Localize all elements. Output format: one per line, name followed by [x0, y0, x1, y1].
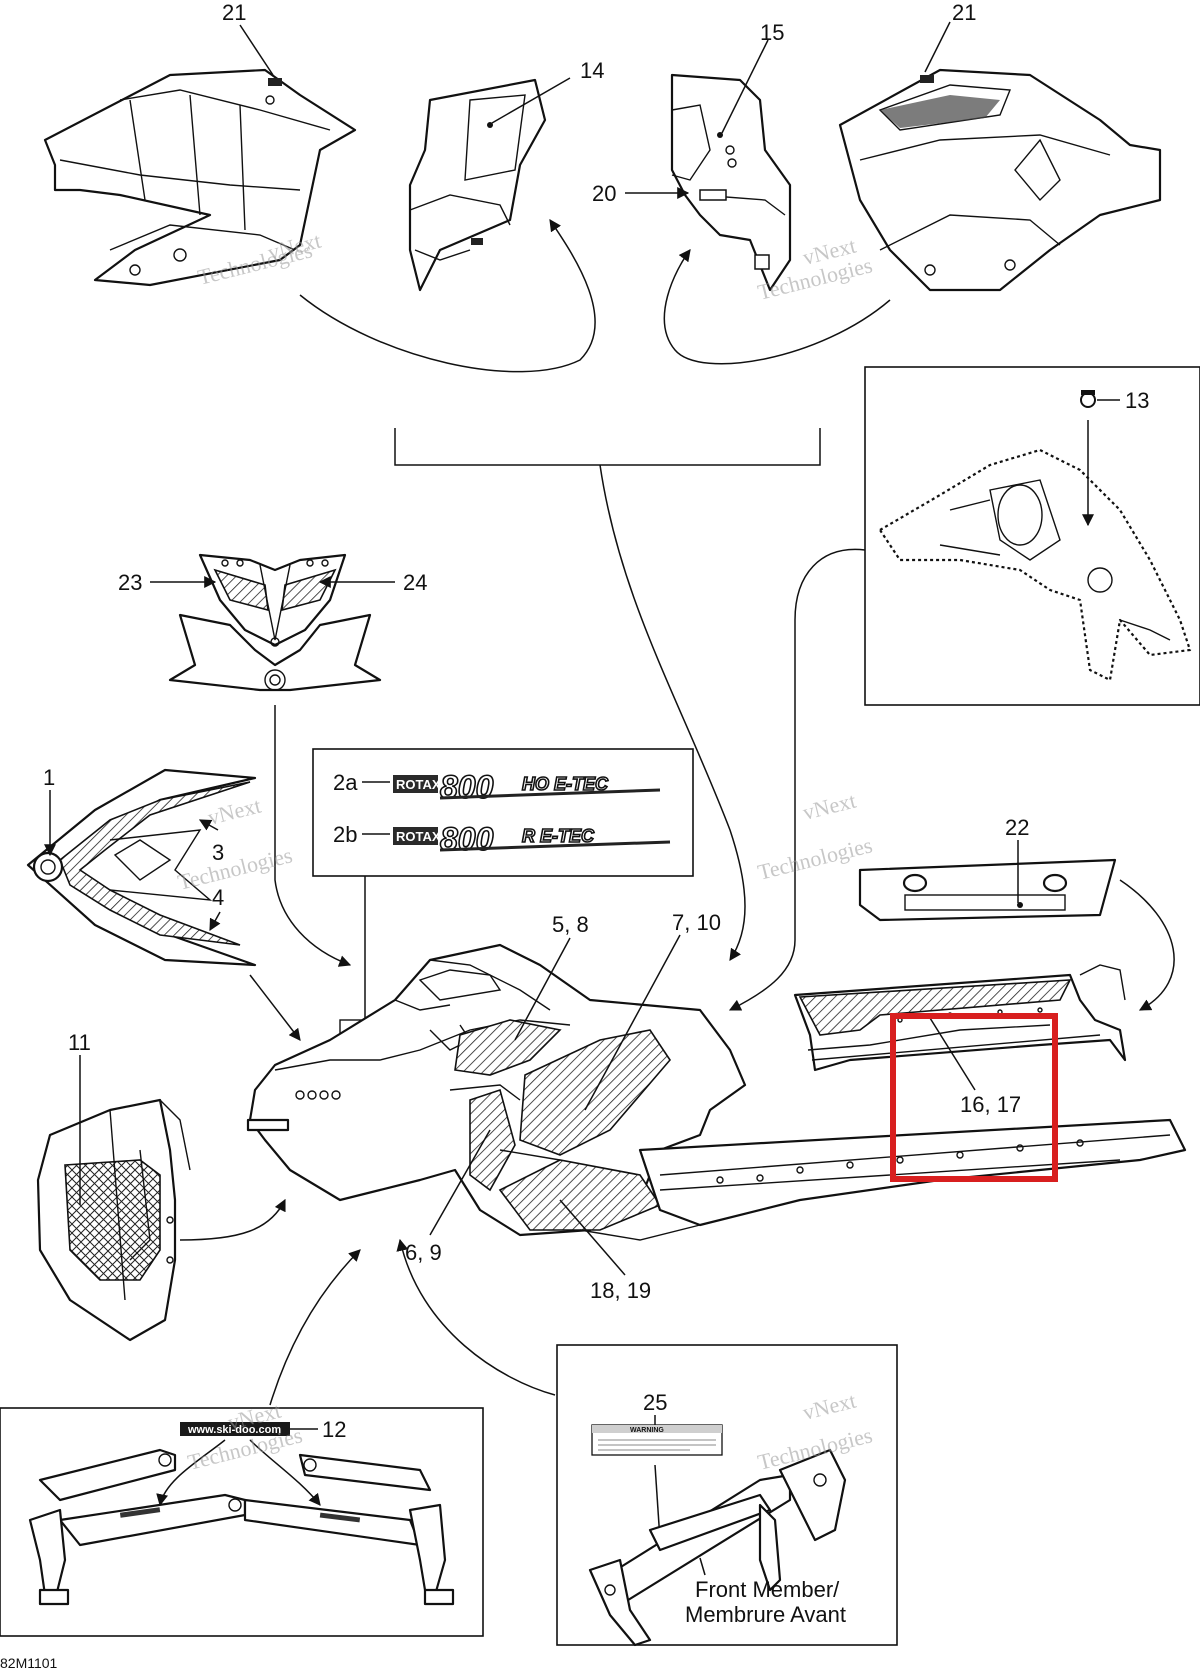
ski-assembly-part: [28, 1448, 455, 1606]
callout-line-1: Front Member/: [695, 1577, 840, 1602]
label-15: 15: [760, 20, 784, 45]
decal-2b: ROTAX 800 R E-TEC: [393, 820, 671, 858]
nose-cowl: [26, 768, 257, 967]
belly-pan-part: [36, 1098, 191, 1342]
label-21-right: 21: [952, 0, 976, 25]
decal-2a: ROTAX 800 HO E-TEC: [393, 768, 661, 806]
label-13: 13: [1125, 388, 1149, 413]
svg-text:R E-TEC: R E-TEC: [522, 826, 595, 846]
left-inner-panel: [408, 78, 547, 292]
label-7-10: 7, 10: [672, 910, 721, 935]
label-24: 24: [403, 570, 427, 595]
left-side-panel: [43, 68, 357, 287]
trim-22-part: [858, 858, 1117, 922]
snowmobile-body: [246, 943, 1187, 1241]
decal-box: [312, 748, 694, 877]
fastener-13-icon: [1080, 390, 1096, 408]
label-4: 4: [212, 885, 224, 910]
label-22: 22: [1005, 815, 1029, 840]
ski-detail-box: [0, 1407, 484, 1637]
highlight-box: [890, 1013, 1058, 1182]
label-16-17: 16, 17: [960, 1092, 1021, 1117]
svg-text:800: 800: [440, 821, 494, 857]
label-1: 1: [43, 765, 55, 790]
dashboard-part: [878, 448, 1192, 682]
label-14: 14: [580, 58, 604, 83]
callout-line-2: Membrure Avant: [685, 1602, 846, 1627]
label-23: 23: [118, 570, 142, 595]
label-11: 11: [68, 1030, 91, 1055]
svg-text:vNext: vNext: [800, 788, 858, 825]
right-inner-panel: [670, 73, 792, 292]
svg-text:Technologies: Technologies: [755, 832, 875, 885]
label-2b: 2b: [333, 822, 357, 847]
label-12: 12: [322, 1417, 346, 1442]
svg-text:ROTAX: ROTAX: [396, 777, 441, 792]
watermark: vNext Technologies vNext Technologies vN…: [175, 228, 875, 1475]
headlight-assembly: [168, 553, 382, 692]
svg-text:800: 800: [440, 769, 494, 805]
front-member-box: [556, 1344, 898, 1646]
label-25: 25: [643, 1390, 667, 1415]
label-18-19: 18, 19: [590, 1278, 651, 1303]
ski-decal-strip: www.ski-doo.com: [180, 1422, 290, 1436]
svg-text:www.ski-doo.com: www.ski-doo.com: [187, 1424, 281, 1436]
label-5-8: 5, 8: [552, 912, 589, 937]
dashboard-detail-box: [864, 366, 1200, 706]
svg-text:ROTAX: ROTAX: [396, 829, 441, 844]
svg-text:vNext: vNext: [205, 793, 263, 830]
svg-text:WARNING: WARNING: [630, 1427, 664, 1434]
reference-code: 82M1101: [0, 1655, 58, 1671]
svg-text:HO E-TEC: HO E-TEC: [522, 774, 609, 794]
label-6-9: 6, 9: [405, 1240, 442, 1265]
right-side-panel: [838, 68, 1162, 292]
label-20: 20: [592, 181, 616, 206]
svg-text:vNext: vNext: [800, 1388, 858, 1425]
warning-decal: WARNING: [591, 1424, 723, 1456]
label-21-left: 21: [222, 0, 246, 25]
label-3: 3: [212, 840, 224, 865]
front-member-part: [588, 1448, 847, 1647]
label-2a: 2a: [333, 770, 358, 795]
